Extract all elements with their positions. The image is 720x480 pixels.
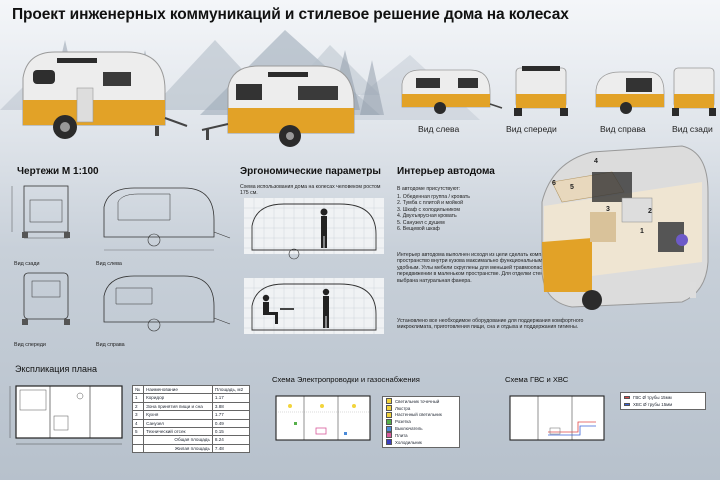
electric-legend: Светильник точечный Люстра Настенный све… — [382, 396, 460, 448]
interior-item: 4. Двухъярусная кровать — [397, 213, 457, 220]
view-label-front: Вид спереди — [506, 124, 557, 134]
legend-item: Плита — [386, 432, 456, 439]
view-left-render — [401, 69, 503, 114]
ergonomics-caption: Схема использования дома на колесах чело… — [240, 184, 381, 197]
interior-marker: 2 — [648, 208, 652, 215]
electric-plan — [275, 395, 371, 441]
interior-marker: 6 — [552, 180, 556, 187]
ergonomics-sitting-diagram — [244, 278, 384, 334]
interior-item: 5. Санузел с душем — [397, 219, 445, 226]
page-title: Проект инженерных коммуникаций и стилево… — [12, 6, 569, 23]
floor-plan — [9, 385, 123, 445]
legend-item: Розетка — [386, 418, 456, 425]
drawing-label-left: Вид слева — [96, 261, 122, 267]
table-header: Площадь, м2 — [211, 384, 251, 395]
interior-paragraph-1: Интерьер автодома выполнен исходя из цел… — [397, 252, 567, 284]
water-heading: Схема ГВС и ХВС — [505, 375, 569, 384]
interior-cutaway-render — [541, 145, 709, 310]
drawing-front-view — [22, 272, 70, 325]
interior-paragraph-2: Установлено все необходимое оборудование… — [397, 318, 584, 331]
interior-item: 6. Вещевой шкаф — [397, 226, 440, 233]
drawing-right-view — [103, 275, 231, 332]
view-front-render — [514, 66, 568, 116]
plan-heading: Экспликация плана — [15, 364, 97, 374]
interior-marker: 1 — [640, 228, 644, 235]
view-label-back: Вид сзади — [672, 124, 713, 134]
drawing-label-front: Вид спереди — [14, 342, 46, 348]
interior-intro: В автодоме присутствуют: — [397, 186, 461, 192]
view-label-right: Вид справа — [600, 124, 646, 134]
interior-item: 1. Обеденная группа / кровать — [397, 194, 470, 200]
drawing-left-view — [103, 187, 231, 251]
view-label-left: Вид слева — [418, 124, 460, 134]
interior-item: 2. Тумба с плитой и мойкой — [397, 200, 463, 207]
drawing-label-rear: Вид сзади — [14, 261, 40, 267]
legend-item: Настенный светильник — [386, 411, 456, 419]
interior-marker: 4 — [594, 158, 598, 165]
view-back-render — [672, 67, 716, 116]
table-header: № — [131, 384, 145, 395]
water-plan — [509, 395, 605, 441]
water-legend: ГВС Ø трубы 15мм ХВС Ø трубы 15мм — [620, 392, 706, 410]
legend-item: Люстра — [386, 405, 456, 412]
interior-marker: 3 — [606, 206, 610, 213]
trailer-render-left — [22, 51, 188, 139]
legend-item: ХВС Ø трубы 15мм — [624, 401, 702, 408]
drawing-label-right: Вид справа — [96, 342, 125, 348]
interior-marker: 5 — [570, 184, 574, 191]
interior-item-list: 1. Обеденная группа / кровать 2. Тумба с… — [397, 194, 470, 232]
trailer-render-right — [201, 65, 355, 147]
view-right-render — [595, 71, 665, 114]
table-header: Наименование — [143, 384, 213, 395]
drawing-rear-view — [11, 185, 70, 239]
interior-heading: Интерьер автодома — [397, 166, 495, 177]
legend-item: Холодильник — [386, 439, 456, 446]
ergonomics-heading: Эргономические параметры — [240, 166, 381, 177]
drawings-heading: Чертежи М 1:100 — [17, 166, 99, 177]
electric-heading: Схема Электропроводки и газоснабжения — [272, 375, 420, 384]
legend-item: ГВС Ø трубы 15мм — [624, 394, 702, 401]
legend-item: Светильник точечный — [386, 398, 456, 405]
legend-item: Выключатель — [386, 425, 456, 432]
interior-item: 3. Шкаф с холодильником — [397, 206, 460, 213]
ergonomics-standing-diagram — [244, 198, 384, 260]
